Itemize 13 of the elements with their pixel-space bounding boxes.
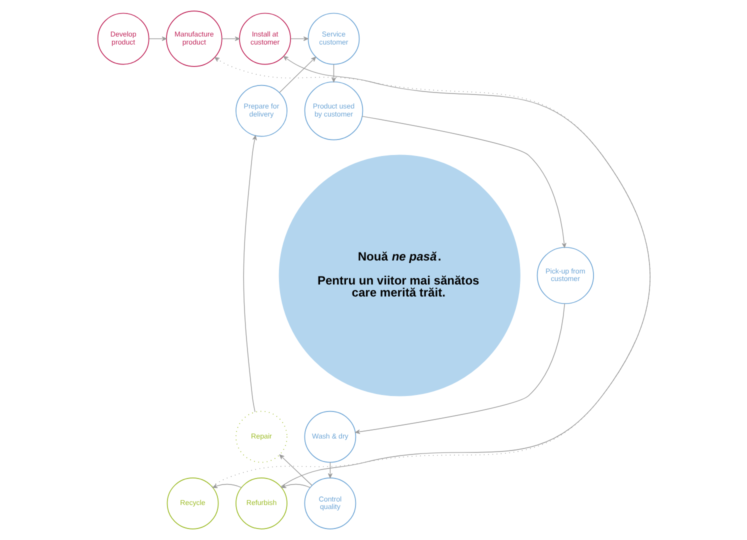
arrow <box>354 303 564 434</box>
arrow <box>221 36 240 42</box>
arrow <box>211 57 650 487</box>
arrow <box>290 36 308 42</box>
arrow <box>327 462 332 478</box>
arrow <box>148 36 166 42</box>
arrow <box>212 484 242 488</box>
arrow <box>278 56 316 93</box>
node-circle: Nouă ne pasă. Pentru un viitor mai sănătos care merită trăit. <box>278 154 520 396</box>
arrow <box>242 135 256 412</box>
arrow <box>330 64 336 82</box>
arrow <box>278 454 312 486</box>
arrow <box>361 116 566 248</box>
